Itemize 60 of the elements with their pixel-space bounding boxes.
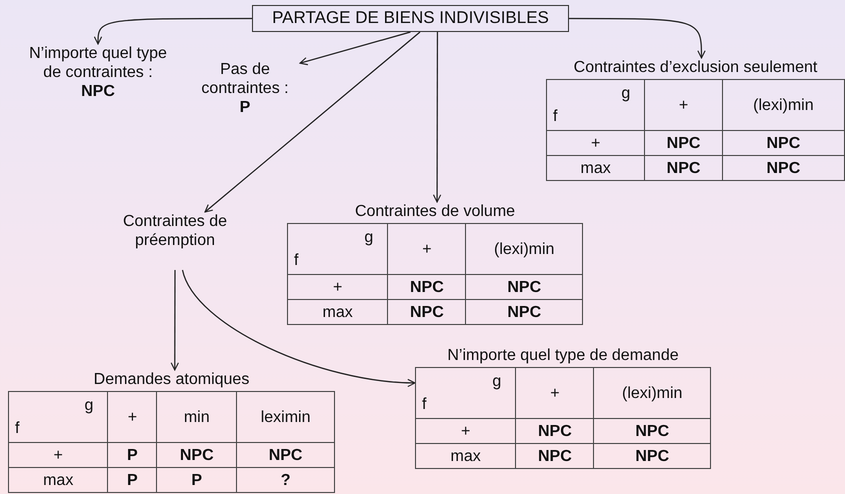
column-header-label: g [84,396,94,416]
table-cell: NPC [466,274,582,300]
table-cell: max [546,156,645,181]
table-cell: + [644,80,722,131]
table-cell: NPC [516,444,594,469]
table-heading: Demandes atomiques [92,370,250,390]
table-cell: + [546,130,645,156]
table-cell: (lexi)min [722,80,844,131]
table-cell: + [288,274,388,300]
node-label: Pas de contraintes : [200,60,290,98]
table-heading: Contraintes d’exclusion seulement [572,58,818,78]
table-cell: P [108,442,157,468]
table-cell: + [8,442,108,468]
node-label: N’importe quel type de contraintes : [28,44,168,82]
table-cell: NPC [388,274,466,300]
result-label: P [240,98,250,118]
table-heading: N’importe quel type de demande [446,346,680,366]
arrow [299,31,411,66]
column-header-label: g [621,84,630,104]
row-header-label: f [294,251,298,270]
table-heading: Contraintes de volume [354,202,516,222]
table-cell: NPC [156,442,237,468]
table-cell: NPC [594,418,710,444]
table-cell: + [108,392,157,443]
table-cell: P [156,468,237,493]
table-cell: P [108,468,157,493]
column-header-label: g [364,228,374,248]
node-label: Contraintes de préemption [122,212,228,250]
table-cell: NPC [644,130,722,156]
table-cell: NPC [644,156,722,181]
table-cell: min [156,392,237,443]
table-cell: NPC [466,300,582,325]
arrow [204,32,420,213]
table-cell: max [416,444,516,469]
row-header-label: f [422,395,426,414]
table-cell: + [416,418,516,444]
root-box: PARTAGE DE BIENS INDIVISIBLES [252,5,569,32]
table-cell: ? [236,468,334,493]
arrow [432,32,442,203]
table-cell: NPC [594,444,710,469]
arrow [182,270,416,387]
result-label: NPC [81,82,115,102]
table-cell: leximin [236,392,334,443]
table-cell: NPC [516,418,594,444]
table-cell: max [288,300,388,325]
arrow [94,18,252,45]
table-cell: NPC [722,130,844,156]
table-cell: NPC [722,156,844,181]
row-header-label: f [15,419,20,438]
table-cell: + [516,368,594,419]
table-cell: max [8,468,108,493]
arrow [170,270,179,371]
table-cell: + [388,224,466,275]
arrow [569,18,706,59]
column-header-label: g [492,372,502,392]
table-cell: NPC [236,442,334,468]
table-cell: (lexi)min [466,224,582,275]
row-header-label: f [553,107,558,126]
table-cell: (lexi)min [594,368,710,419]
table-cell: NPC [388,300,466,325]
